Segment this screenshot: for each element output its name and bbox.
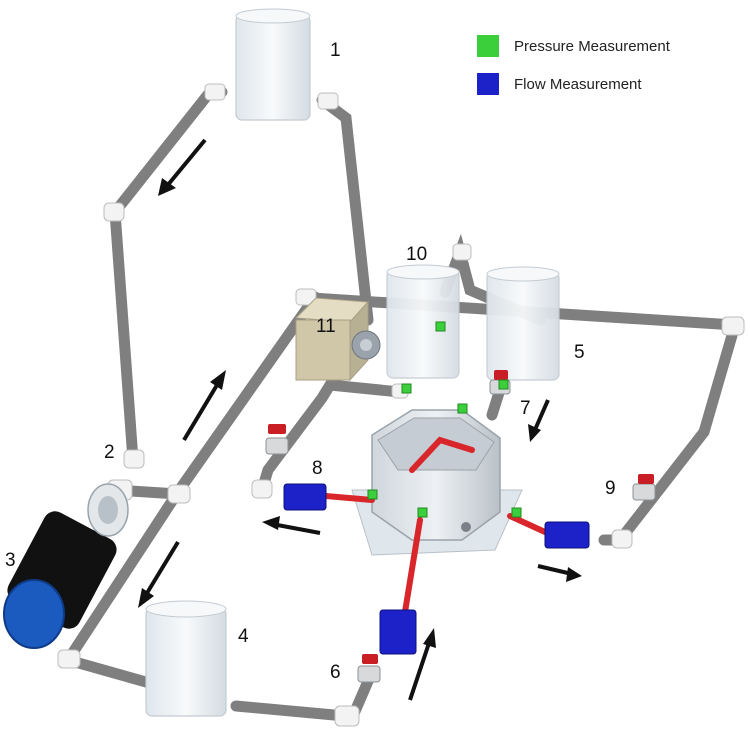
legend-flow-swatch bbox=[477, 73, 499, 95]
flow-meter-8 bbox=[283, 483, 327, 511]
flow-meter-9 bbox=[544, 521, 590, 549]
pipe-bottom-loop bbox=[62, 654, 351, 722]
label-11: 11 bbox=[316, 316, 336, 337]
valve-8 bbox=[265, 424, 289, 455]
label-7: 7 bbox=[520, 398, 531, 419]
arrow-top bbox=[158, 138, 207, 196]
label-8: 8 bbox=[312, 458, 323, 479]
label-4: 4 bbox=[238, 626, 249, 647]
pressure-sensor-10 bbox=[435, 321, 446, 332]
pressure-sensor-7 bbox=[498, 379, 509, 390]
label-10: 10 bbox=[406, 244, 427, 265]
label-9: 9 bbox=[605, 478, 616, 499]
pressure-sensor-6 bbox=[417, 507, 428, 518]
legend-pressure-swatch bbox=[477, 35, 499, 57]
pressure-sensors bbox=[367, 321, 522, 518]
label-3: 3 bbox=[5, 550, 16, 571]
red-tubing bbox=[323, 436, 548, 615]
pressure-sensor-chamber bbox=[457, 403, 468, 414]
pipe-tank1-to-motor bbox=[316, 94, 374, 326]
label-1: 1 bbox=[330, 40, 341, 61]
pressure-sensor-9 bbox=[511, 507, 522, 518]
legend: Pressure Measurement Flow Measurement bbox=[477, 35, 671, 95]
tank-10 bbox=[386, 264, 460, 379]
arrow-left-up bbox=[182, 370, 226, 442]
pipe-line-8 bbox=[256, 379, 406, 496]
legend-pressure-label: Pressure Measurement bbox=[514, 38, 671, 55]
flow-arrows bbox=[138, 138, 582, 701]
pump bbox=[3, 483, 129, 649]
arrow-7 bbox=[528, 399, 550, 442]
valve-9 bbox=[632, 474, 656, 501]
label-5: 5 bbox=[574, 342, 585, 363]
flow-meters bbox=[283, 483, 590, 655]
legend-flow-label: Flow Measurement bbox=[514, 76, 642, 93]
label-2: 2 bbox=[104, 442, 115, 463]
valve-6 bbox=[357, 654, 381, 683]
component-labels: 1 2 3 4 5 6 7 8 9 10 11 bbox=[5, 40, 616, 683]
test-chamber bbox=[351, 409, 523, 556]
arrow-8 bbox=[262, 516, 321, 535]
arrow-9 bbox=[537, 564, 582, 582]
arrow-6 bbox=[408, 628, 436, 701]
tank-4 bbox=[145, 600, 227, 717]
tank-1 bbox=[235, 8, 311, 121]
pressure-sensor-11 bbox=[401, 383, 412, 394]
pressure-sensor-8 bbox=[367, 489, 378, 500]
label-6: 6 bbox=[330, 662, 341, 683]
motor-box bbox=[294, 297, 381, 382]
tank-5 bbox=[486, 266, 560, 381]
flow-meter-6 bbox=[379, 609, 417, 655]
arrow-left-down bbox=[138, 540, 180, 608]
